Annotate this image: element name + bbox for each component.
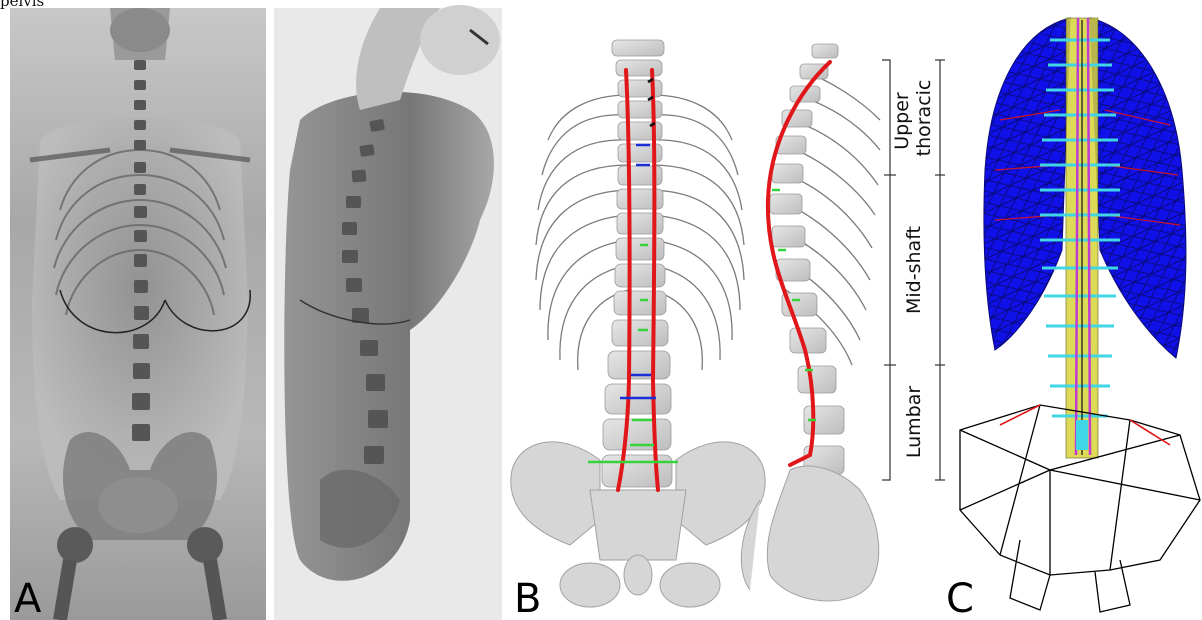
panel-b: B xyxy=(511,40,945,620)
spine-lateral xyxy=(770,44,844,474)
region-label-lumbar: Lumbar xyxy=(903,386,925,459)
region-label-upper-line1: Upper xyxy=(891,92,913,150)
panel-b-label: B xyxy=(514,576,541,620)
region-label-upper: Upper thoracic xyxy=(891,80,935,157)
panel-a: A xyxy=(10,8,266,620)
xray-lateral xyxy=(274,5,502,620)
region-label-mid: Mid-shaft xyxy=(903,226,925,314)
region-label-upper-line2: thoracic xyxy=(913,80,935,157)
panel-c: C xyxy=(946,18,1200,620)
panel-a-label: A xyxy=(14,576,42,620)
panel-c-label: C xyxy=(946,576,974,620)
xray-frontal xyxy=(10,8,266,620)
region-labels: Upper thoracic Mid-shaft Lumbar xyxy=(891,80,935,459)
